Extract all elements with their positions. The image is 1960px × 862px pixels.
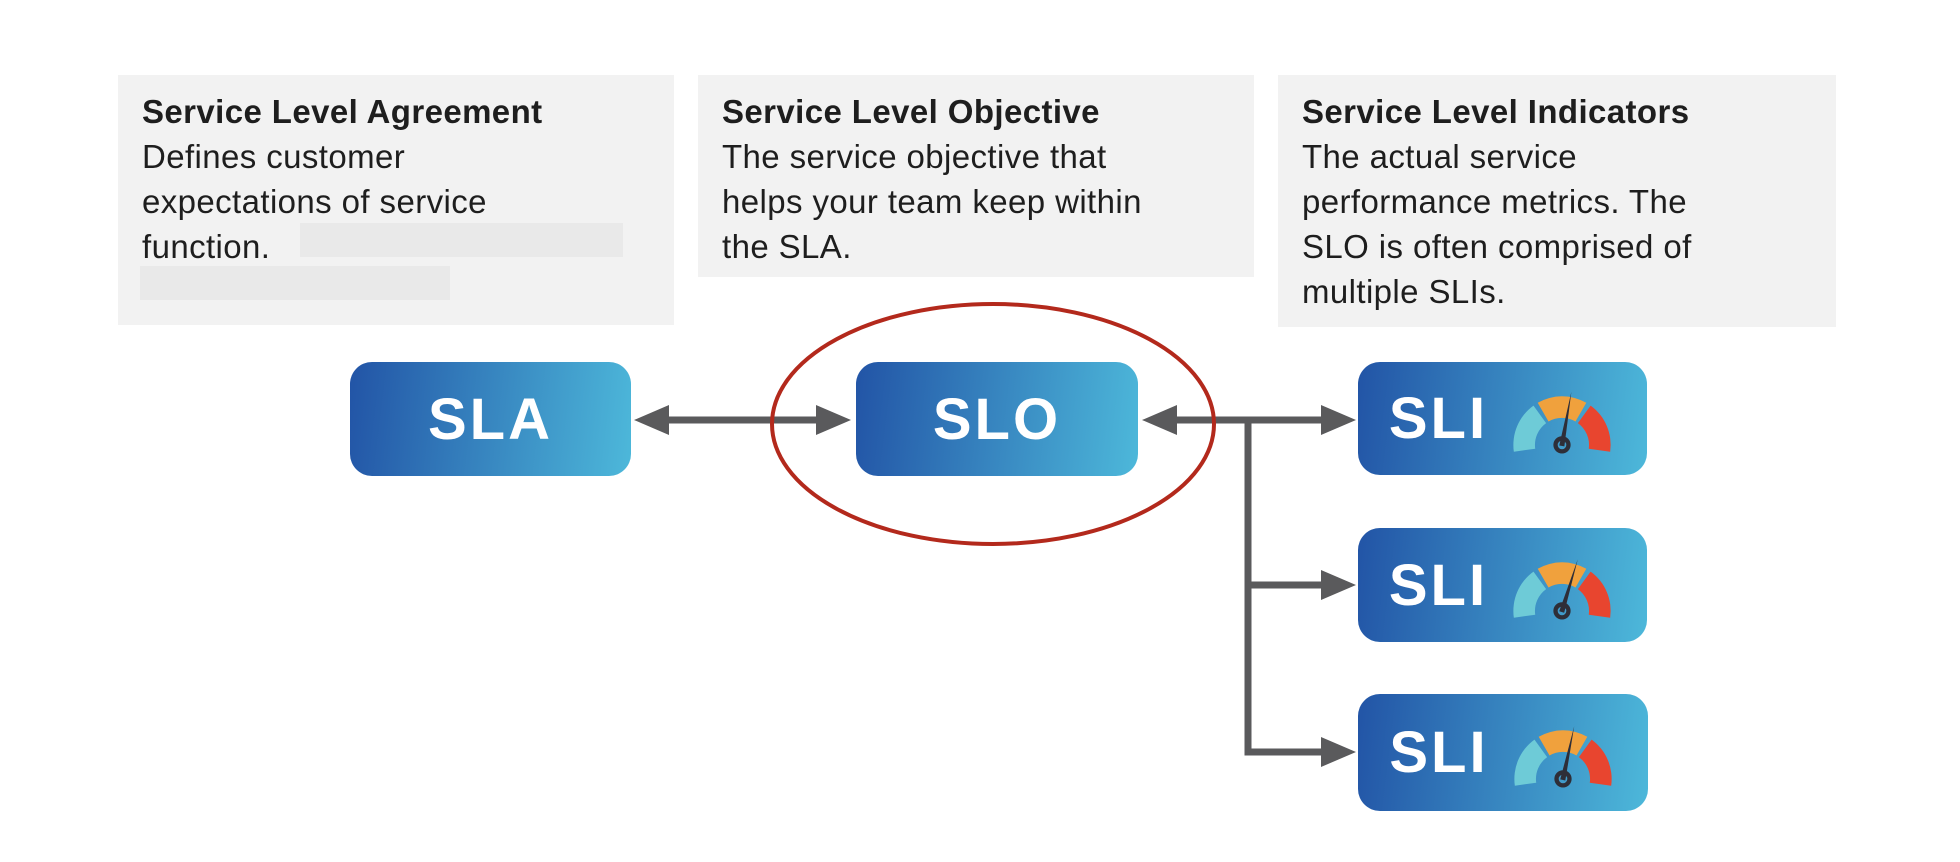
panel-line: multiple SLIs. <box>1302 273 1506 310</box>
panel-title: Service Level Objective <box>722 93 1100 130</box>
gauge-icon <box>1513 391 1611 454</box>
panel-line: expectations of service <box>142 183 487 220</box>
panel-line: Defines customer <box>142 138 406 175</box>
panel-service-level-indicators: Service Level Indicators The actual serv… <box>1278 75 1836 327</box>
sli-node-3: SLI <box>1358 694 1648 811</box>
arrow-sla-slo <box>634 405 851 435</box>
arrow-slo-sli-top <box>1142 405 1356 435</box>
panel-line: the SLA. <box>722 228 852 265</box>
panel-line: The service objective that <box>722 138 1107 175</box>
panel-service-level-agreement: Service Level Agreement Defines customer… <box>118 75 674 325</box>
arrow-sli-middle <box>1248 570 1356 600</box>
panel-title: Service Level Agreement <box>142 93 543 130</box>
redacted-text-strip <box>140 266 450 300</box>
panel-line: helps your team keep within <box>722 183 1142 220</box>
panel-title: Service Level Indicators <box>1302 93 1690 130</box>
sli-node-label: SLI <box>1388 552 1489 618</box>
gauge-icon <box>1513 559 1611 620</box>
slo-node: SLO <box>856 362 1138 476</box>
gauge-needle <box>1559 559 1578 613</box>
panel-service-level-objective: Service Level Objective The service obje… <box>698 75 1254 277</box>
sla-node-label: SLA <box>428 386 553 452</box>
gauge-needle <box>1559 725 1574 781</box>
redacted-text-strip <box>300 223 623 257</box>
sla-node: SLA <box>350 362 631 476</box>
gauge-needle <box>1559 391 1572 446</box>
slo-node-label: SLO <box>932 386 1062 452</box>
sli-node-label: SLI <box>1388 386 1489 451</box>
connector-trunk <box>1244 420 1322 756</box>
panel-line: performance metrics. The <box>1302 183 1687 220</box>
sli-node-label: SLI <box>1389 720 1489 785</box>
panel-line: SLO is often comprised of <box>1302 228 1692 265</box>
arrow-sli-bottom <box>1321 737 1356 767</box>
sli-node-2: SLI <box>1358 528 1647 642</box>
panel-line: function. <box>142 228 271 265</box>
panel-line: The actual service <box>1302 138 1577 175</box>
sli-node-1: SLI <box>1358 362 1647 475</box>
gauge-icon <box>1513 725 1612 788</box>
